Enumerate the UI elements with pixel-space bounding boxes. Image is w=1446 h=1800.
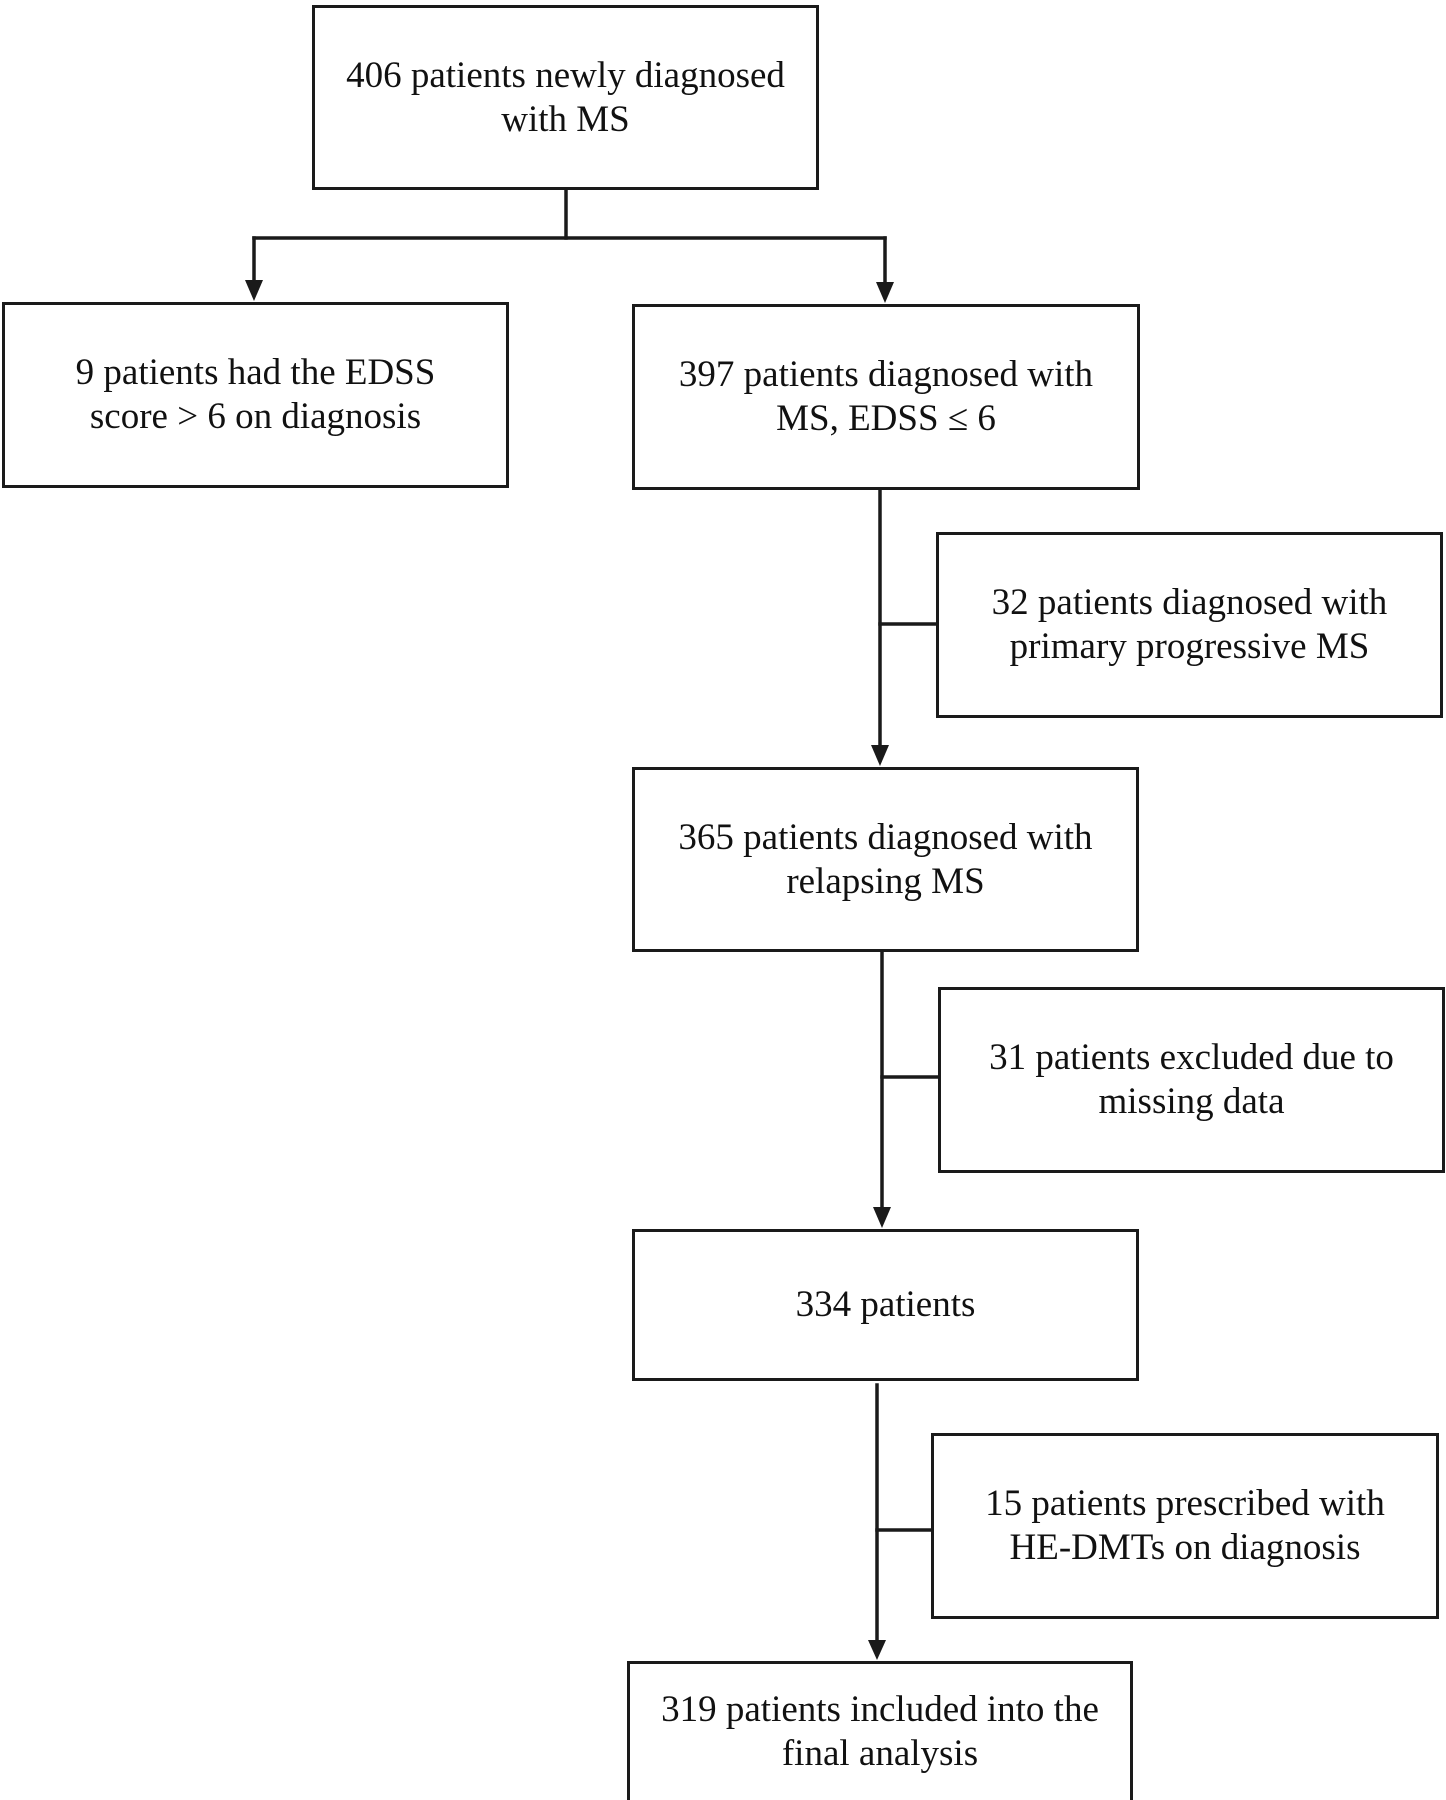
box-remaining-patients: 334 patients bbox=[632, 1229, 1139, 1381]
box-missing-data-line-2: missing data bbox=[1098, 1081, 1285, 1122]
box-he-dmt-exclusion: 15 patients prescribed with HE-DMTs on d… bbox=[931, 1433, 1439, 1619]
box-edss-above-6-text: 9 patients had the EDSS score > 6 on dia… bbox=[5, 351, 506, 439]
arrowhead-trunk-1 bbox=[871, 745, 889, 766]
box-edss-above-6: 9 patients had the EDSS score > 6 on dia… bbox=[2, 302, 509, 488]
box-edss-above-6-line-1: 9 patients had the EDSS bbox=[75, 352, 436, 393]
box-he-dmt-text: 15 patients prescribed with HE-DMTs on d… bbox=[934, 1482, 1436, 1570]
box-edss-at-most-6: 397 patients diagnosed with MS, EDSS ≤ 6 bbox=[632, 304, 1140, 490]
box-edss-above-6-line-2: score > 6 on diagnosis bbox=[89, 396, 422, 437]
arrowhead-right-branch bbox=[876, 282, 894, 303]
box-primary-progressive-text: 32 patients diagnosed with primary progr… bbox=[939, 581, 1440, 669]
arrowhead-trunk-2 bbox=[873, 1207, 891, 1228]
box-edss-at-most-6-text: 397 patients diagnosed with MS, EDSS ≤ 6 bbox=[635, 353, 1137, 441]
box-final-analysis-text: 319 patients included into the final ana… bbox=[630, 1688, 1130, 1776]
box-relapsing-ms-line-2: relapsing MS bbox=[786, 860, 985, 902]
box-he-dmt-line-2: HE-DMTs on diagnosis bbox=[1009, 1527, 1361, 1568]
box-primary-progressive-exclusion: 32 patients diagnosed with primary progr… bbox=[936, 532, 1443, 718]
box-relapsing-ms-text: 365 patients diagnosed with relapsing MS bbox=[635, 816, 1136, 904]
arrowhead-trunk-3 bbox=[868, 1640, 886, 1660]
box-relapsing-ms: 365 patients diagnosed with relapsing MS bbox=[632, 767, 1139, 952]
box-final-analysis-line-1: 319 patients included into the bbox=[661, 1689, 1099, 1730]
box-edss-at-most-6-line-2: MS, EDSS ≤ 6 bbox=[776, 398, 996, 439]
box-final-analysis-line-2: final analysis bbox=[781, 1733, 979, 1774]
box-missing-data-line-1: 31 patients excluded due to bbox=[989, 1037, 1394, 1078]
box-newly-diagnosed: 406 patients newly diagnosed with MS bbox=[312, 5, 819, 190]
box-remaining-patients-line-1: 334 patients bbox=[795, 1284, 976, 1325]
box-final-analysis: 319 patients included into the final ana… bbox=[627, 1661, 1133, 1800]
box-relapsing-ms-line-1: 365 patients diagnosed with bbox=[678, 816, 1093, 858]
box-missing-data-text: 31 patients excluded due to missing data bbox=[941, 1036, 1442, 1124]
box-newly-diagnosed-text: 406 patients newly diagnosed with MS bbox=[315, 54, 816, 142]
box-remaining-patients-text: 334 patients bbox=[635, 1283, 1136, 1327]
box-primary-progressive-line-1: 32 patients diagnosed with bbox=[991, 582, 1388, 623]
box-newly-diagnosed-line-2: with MS bbox=[501, 98, 630, 140]
box-newly-diagnosed-line-1: 406 patients newly diagnosed bbox=[346, 54, 785, 96]
arrowhead-left-branch bbox=[245, 280, 263, 301]
box-edss-at-most-6-line-1: 397 patients diagnosed with bbox=[678, 354, 1094, 395]
box-primary-progressive-line-2: primary progressive MS bbox=[1009, 626, 1370, 667]
box-he-dmt-line-1: 15 patients prescribed with bbox=[985, 1483, 1385, 1524]
box-missing-data-exclusion: 31 patients excluded due to missing data bbox=[938, 987, 1445, 1173]
